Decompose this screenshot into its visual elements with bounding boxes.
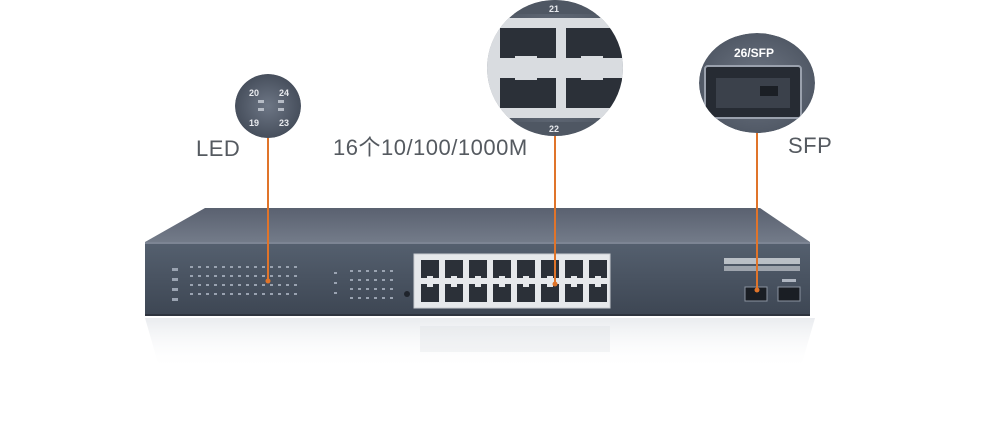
led-label: LED [196,136,241,161]
chassis-top [145,208,810,242]
sfp-label: SFP [788,133,833,158]
led-zoom-number-23: 23 [279,118,290,128]
sfp-zoom-label: 26/SFP [734,46,775,60]
led-zoom-number-19: 19 [249,118,260,128]
sfp-ports [744,279,801,302]
led-panel [172,266,297,301]
model-plate [724,258,800,271]
port-zoom-bubble [487,0,623,136]
port-zoom-number-bottom: 22 [549,124,560,134]
ports-label: 16个10/100/1000M [333,135,528,160]
status-led-panel [334,270,410,299]
led-zoom-number-24: 24 [279,88,290,98]
rj45-port-block [413,253,611,309]
sfp-zoom-bubble [699,33,815,133]
port-zoom-number-top: 21 [549,4,560,14]
led-zoom-number-20: 20 [249,88,260,98]
led-zoom-bubble [235,74,301,138]
